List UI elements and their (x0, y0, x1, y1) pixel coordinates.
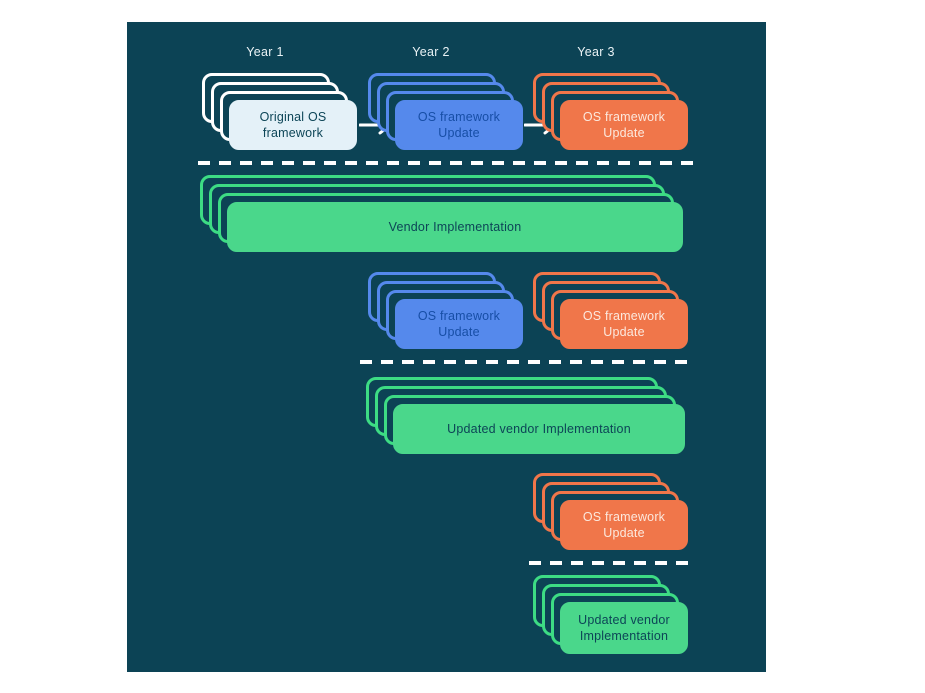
stack-card-front: OS framework Update (560, 500, 688, 550)
year-2-label: Year 2 (412, 45, 450, 59)
stack-card-front: OS framework Update (395, 299, 523, 349)
stack-label: OS framework Update (417, 308, 501, 339)
stack-label: OS framework Update (582, 509, 666, 540)
stack-label: Updated vendor Implementation (578, 612, 670, 643)
stack-card-front: OS framework Update (560, 299, 688, 349)
stack-label: Updated vendor Implementation (447, 421, 631, 436)
dashed-divider-1 (198, 161, 695, 165)
stack-label: Original OS framework (259, 109, 327, 140)
dashed-divider-2 (360, 360, 695, 364)
stack-card-front: OS framework Update (395, 100, 523, 150)
stack-card-front: Original OS framework (229, 100, 357, 150)
stack-card-front: Vendor Implementation (227, 202, 683, 252)
stack-card-front: OS framework Update (560, 100, 688, 150)
stack-label: OS framework Update (417, 109, 501, 140)
dashed-divider-3 (529, 561, 695, 565)
stack-label: Vendor Implementation (388, 219, 522, 234)
stack-label: OS framework Update (582, 308, 666, 339)
stack-card-front: Updated vendor Implementation (393, 404, 685, 454)
year-3-label: Year 3 (577, 45, 615, 59)
stack-card-front: Updated vendor Implementation (560, 602, 688, 654)
diagram-canvas: Year 1 Year 2 Year 3 Original OS framewo… (127, 22, 766, 672)
stack-label: OS framework Update (582, 109, 666, 140)
year-1-label: Year 1 (246, 45, 284, 59)
